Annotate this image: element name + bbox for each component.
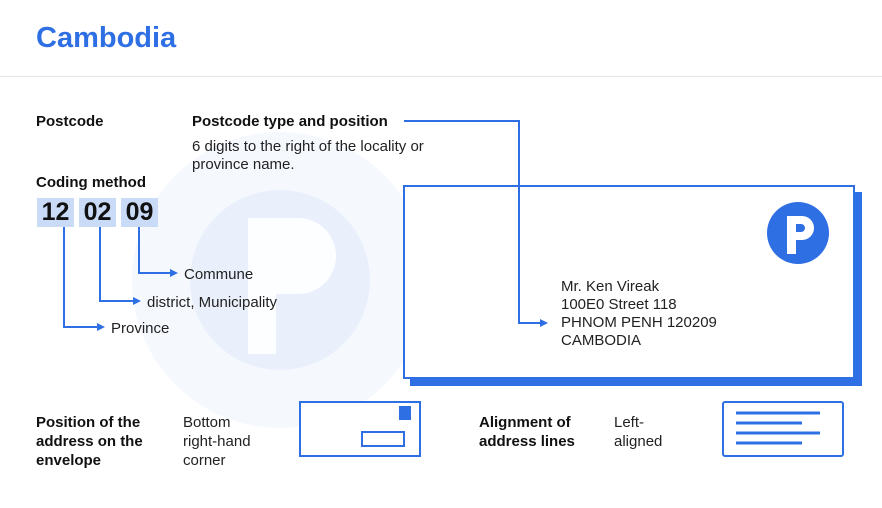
address-line: PHNOM PENH 120209 [561, 314, 717, 331]
type-arrow [404, 120, 548, 327]
code-digit-district: 02 [79, 198, 116, 227]
alignment-label-line: Alignment of [479, 414, 571, 431]
left-align-icon [722, 401, 844, 457]
position-value-line: Bottom [183, 414, 231, 431]
alignment-label: Alignment of address lines [479, 413, 575, 451]
coding-method-label: Coding method [36, 174, 146, 191]
code-digit-commune: 09 [121, 198, 158, 227]
district-arrow [99, 227, 141, 305]
position-label-line: envelope [36, 452, 102, 469]
province-label: Province [111, 320, 170, 337]
description-line: province name. [192, 156, 295, 173]
postcode-type-label: Postcode type and position [192, 113, 388, 130]
position-value-line: right-hand [183, 433, 251, 450]
logo-icon [767, 202, 829, 264]
description-line: 6 digits to the right of the locality or [192, 138, 424, 155]
position-label-line: Position of the [36, 414, 141, 431]
code-digit-province: 12 [37, 198, 74, 227]
commune-arrow [138, 227, 178, 277]
header-divider [0, 76, 882, 77]
province-arrow [63, 227, 105, 331]
alignment-value-line: Left- [614, 414, 645, 431]
position-label: Position of the address on the envelope [36, 413, 143, 470]
commune-label: Commune [184, 266, 254, 283]
postcode-label: Postcode [36, 113, 104, 130]
address-line: CAMBODIA [561, 332, 642, 349]
alignment-label-line: address lines [479, 433, 575, 450]
alignment-value: Left- aligned [614, 413, 662, 451]
address-line: Mr. Ken Vireak [561, 278, 660, 295]
envelope-position-icon [299, 401, 421, 457]
page-title: Cambodia [36, 22, 177, 54]
postcode-type-description: 6 digits to the right of the locality or… [192, 138, 424, 174]
alignment-value-line: aligned [614, 433, 663, 450]
watermark-logo-icon [132, 132, 428, 428]
district-label: district, Municipality [147, 294, 278, 311]
position-value-line: corner [183, 452, 226, 469]
address-line: 100E0 Street 118 [561, 296, 677, 313]
address-block: Mr. Ken Vireak 100E0 Street 118 PHNOM PE… [561, 278, 717, 350]
position-value: Bottom right-hand corner [183, 413, 251, 470]
position-label-line: address on the [36, 433, 143, 450]
